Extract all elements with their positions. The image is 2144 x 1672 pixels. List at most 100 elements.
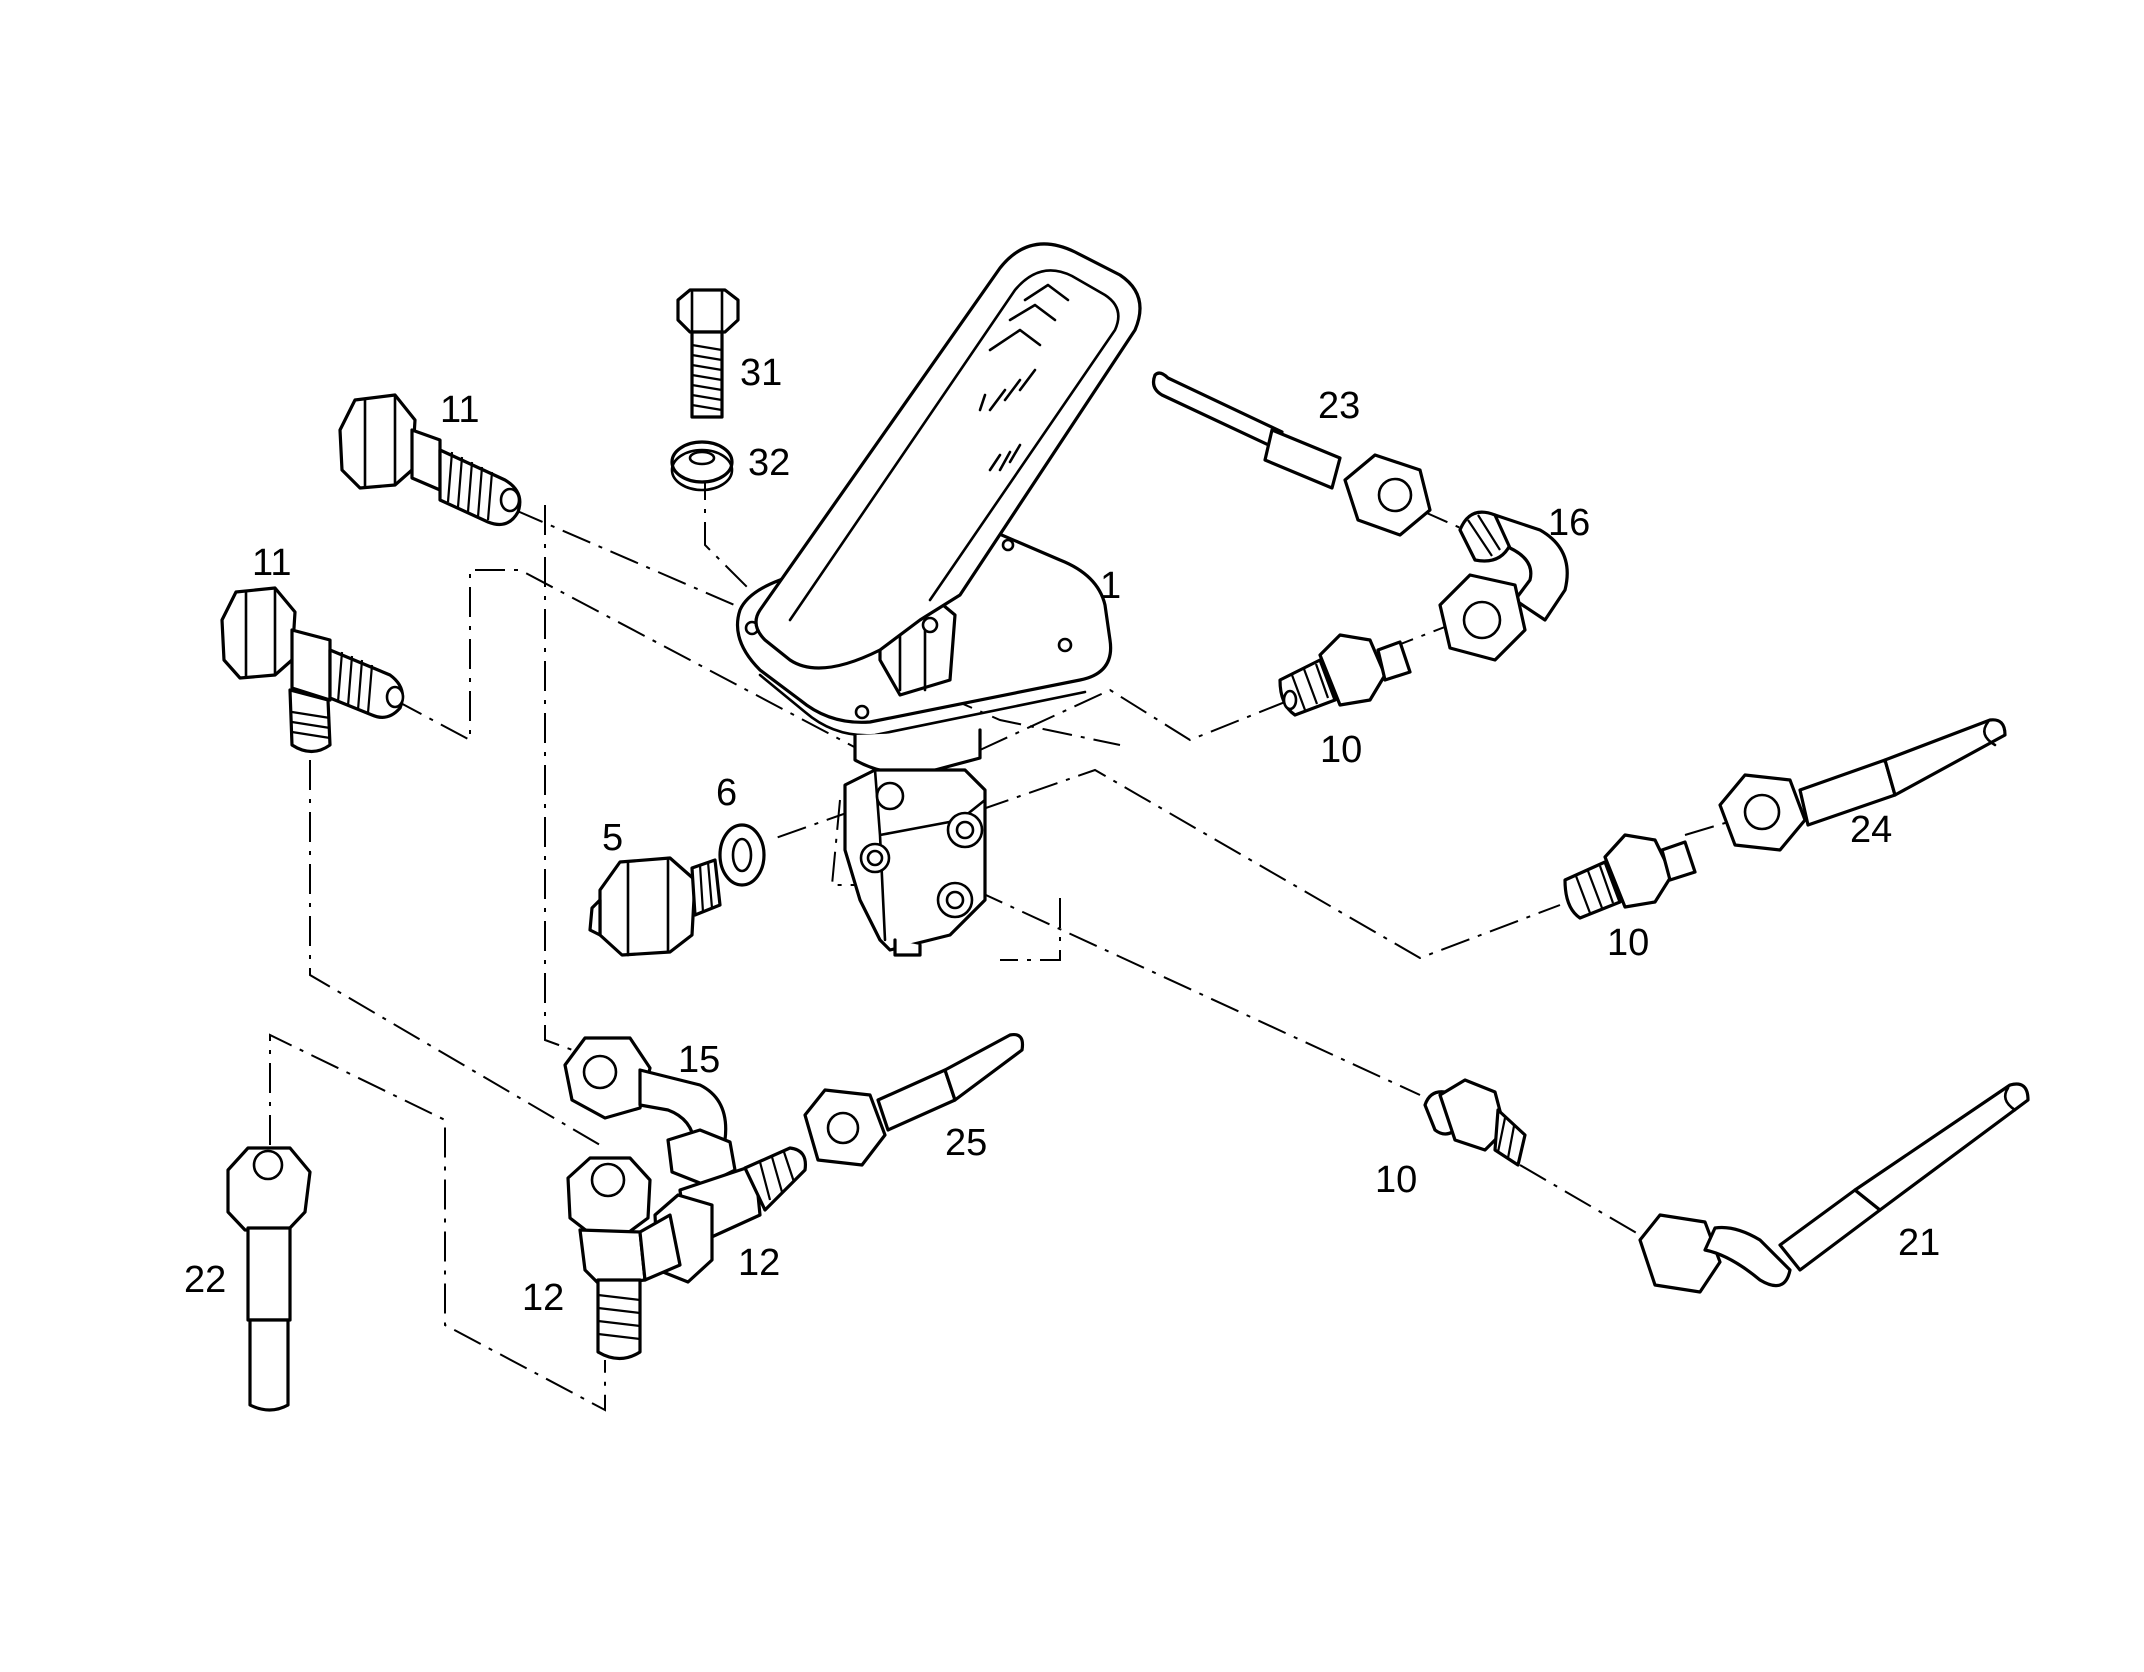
part-24-pipe [1718, 718, 2007, 852]
part-11-upper-fitting [338, 393, 522, 526]
leader-10c-to-21 [1519, 1164, 1641, 1236]
part-labels: 1 5 6 10 10 10 11 11 12 12 15 16 21 22 2… [184, 352, 1940, 1319]
washer-rim [670, 448, 734, 492]
tee-bore [385, 685, 405, 709]
tee-hex [220, 586, 297, 680]
leader-valve-to-10a [979, 688, 1291, 751]
tee-hex-edge [244, 588, 277, 678]
label-part-11-upper: 11 [440, 389, 479, 431]
plug-thread [698, 861, 714, 913]
tee-12l-side [638, 1213, 682, 1282]
pedal-valve-assembly [735, 242, 1142, 957]
fitting-hex [338, 393, 417, 490]
pipe-25-sleeve [876, 1068, 957, 1132]
leader-valve-right-bracket [1000, 898, 1061, 961]
union-a-bore [1282, 689, 1298, 711]
fitting-hex-edge [363, 394, 397, 488]
pipe-24-end [1983, 720, 1997, 747]
pedal-tread [978, 283, 1070, 472]
label-part-10-middle: 10 [1607, 922, 1649, 964]
elbow-nut-bore [1462, 600, 1502, 640]
label-part-11-lower: 11 [252, 542, 291, 584]
leader-11b-to-12 [309, 760, 601, 1146]
label-part-5: 5 [602, 817, 623, 859]
leader-11a-to-valve [514, 509, 1121, 746]
part-23-pipe [1151, 371, 1432, 537]
part-10b-union [1563, 833, 1697, 920]
bolt-head-edge [690, 290, 724, 334]
bolt-thread [691, 343, 723, 412]
tee-branch-thread-lines [336, 651, 374, 714]
tee-body [290, 628, 332, 702]
union-a-thread-left-lines [1290, 663, 1330, 711]
tee-12r-thread-lines [758, 1151, 796, 1201]
union-b-thread-left-lines [1574, 865, 1615, 914]
label-part-1: 1 [1100, 565, 1121, 607]
valve-outlet [893, 938, 922, 957]
tee-12l-drop-thread [597, 1293, 641, 1341]
label-part-15: 15 [678, 1039, 720, 1081]
pipe-21-tube [1853, 1082, 2030, 1212]
part-15-elbow [563, 1036, 737, 1187]
label-part-16: 16 [1548, 502, 1590, 544]
pipe-24-nut-bore [1743, 793, 1781, 831]
part-31-bolt [676, 288, 740, 419]
pipe-23-tube [1151, 371, 1284, 450]
base-hole [854, 704, 870, 720]
elbow-body [1493, 513, 1569, 622]
tee-12l-drop [596, 1278, 642, 1361]
pipe-22-tube [248, 1318, 290, 1412]
label-part-32: 32 [748, 442, 790, 484]
part-21-bent-pipe [1638, 1082, 2030, 1294]
part-10c-union [1423, 1078, 1527, 1167]
leader-11a-to-15 [544, 505, 601, 1061]
part-32-washer [670, 440, 734, 492]
elbow-thread [1467, 514, 1501, 557]
leader-11b-to-valve [394, 569, 861, 751]
fitting-bore [499, 487, 521, 513]
seal-ring-hole [731, 837, 753, 873]
bolt-head [676, 288, 740, 334]
pipe-23-sleeve [1263, 428, 1342, 490]
valve-port [955, 820, 975, 840]
leader-22-to-12 [269, 1033, 606, 1412]
label-part-10-lower: 10 [1375, 1159, 1417, 1201]
pipe-23-nut-bore [1377, 477, 1413, 513]
valve-port [866, 849, 884, 867]
pedal-pad-edge [788, 269, 1120, 622]
pipe-25-nut-bore [826, 1111, 860, 1145]
part-25-pipe [803, 1032, 1025, 1167]
leader-10b-to-24 [1684, 819, 1736, 836]
fitting-thread [446, 451, 494, 521]
tee-12l-body [578, 1228, 647, 1287]
part-16-elbow [1438, 510, 1569, 662]
union-b-thread-right [1660, 840, 1697, 882]
tee-12l-bore [590, 1162, 626, 1198]
elbow-15-nut-bore [582, 1054, 618, 1090]
plug-hex [598, 856, 697, 957]
pipe-21-elbow [1703, 1225, 1792, 1288]
pipe-21-nut [1638, 1213, 1722, 1294]
union-c-thread-lines [1496, 1117, 1516, 1159]
part-12-left-tee [566, 1156, 682, 1361]
washer-hole [688, 450, 716, 466]
pipe-22-sleeve [246, 1226, 292, 1322]
pipe-25-tube [943, 1032, 1025, 1102]
leader-valve-to-5 [769, 809, 856, 841]
label-part-31: 31 [740, 352, 782, 394]
label-part-6: 6 [716, 772, 737, 814]
pipe-22-nut [226, 1146, 312, 1232]
part-22-pipe [226, 1146, 312, 1412]
fitting-body [410, 428, 442, 492]
label-part-24: 24 [1850, 809, 1892, 851]
label-part-12-left: 12 [522, 1277, 564, 1319]
leader-valve-to-10c [974, 889, 1421, 1096]
tee-drop-thread [291, 710, 331, 740]
pipe-22-nut-bore [252, 1149, 284, 1181]
union-a-thread-right [1376, 640, 1412, 682]
label-part-21: 21 [1898, 1222, 1940, 1264]
valve-port [875, 781, 905, 811]
tee-drop [288, 688, 332, 754]
